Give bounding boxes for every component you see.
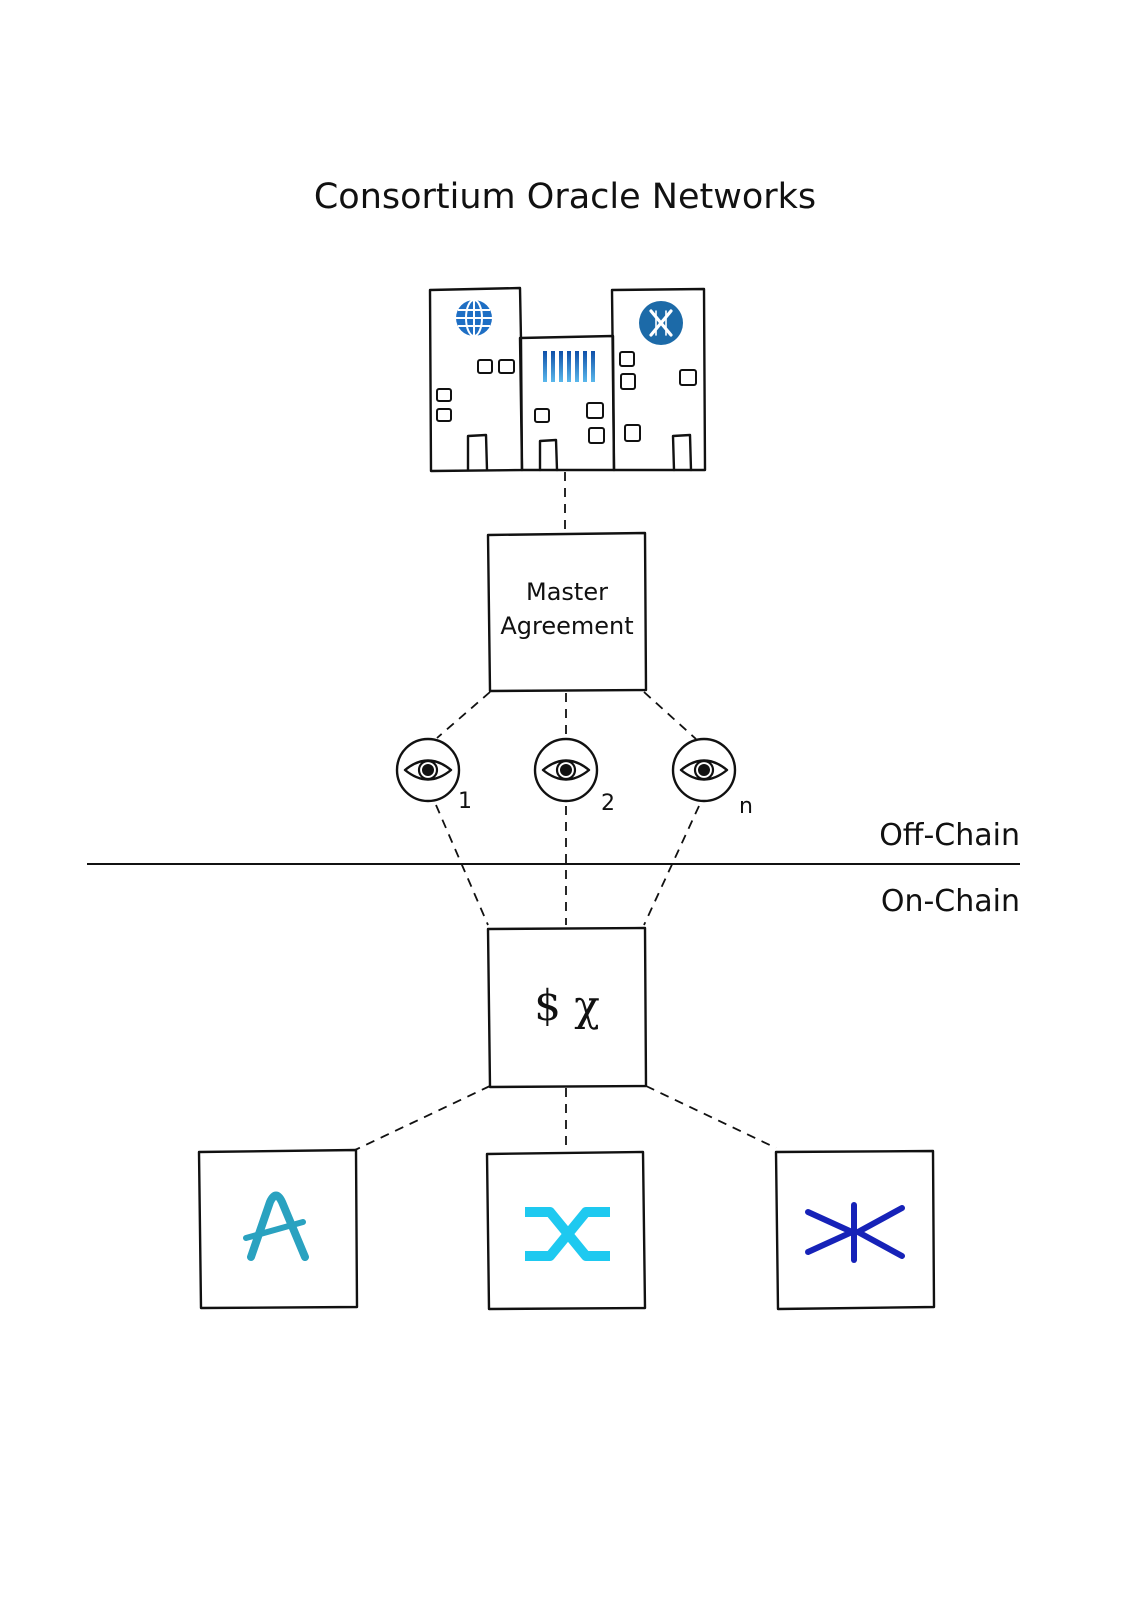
connector-oracle-n-onchain xyxy=(643,805,700,926)
oracle-node-n xyxy=(671,737,737,803)
connector-master-oracle-n xyxy=(643,691,697,740)
oracle-node-2 xyxy=(533,737,599,803)
oracle-node-1 xyxy=(395,737,461,803)
oracle-label-1: 1 xyxy=(458,789,472,814)
protocol-box-synthetix xyxy=(485,1150,647,1311)
master-agreement-box: Master Agreement xyxy=(486,531,648,693)
protocol-box-aave xyxy=(197,1148,359,1310)
globe-icon xyxy=(456,299,492,337)
off-chain-label: Off-Chain xyxy=(879,818,1020,853)
eye-icon xyxy=(403,759,453,781)
master-agreement-line2: Agreement xyxy=(500,612,633,640)
onchain-symbol: $ χ xyxy=(534,981,600,1030)
protocol-box-kyber xyxy=(774,1149,936,1311)
barcode-icon xyxy=(543,351,595,382)
connector-master-oracle-1 xyxy=(436,691,491,739)
eye-icon xyxy=(679,759,729,781)
building-doors xyxy=(466,433,693,472)
on-chain-label: On-Chain xyxy=(881,884,1020,919)
kyber-logo-icon xyxy=(805,1202,905,1263)
onchain-data-box: $ χ xyxy=(486,926,648,1089)
oracle-label-n: n xyxy=(739,794,753,819)
building-windows xyxy=(436,351,697,444)
connector-oracle-1-onchain xyxy=(435,804,489,926)
connector-onchain-kyber xyxy=(645,1085,777,1149)
x-logo-icon xyxy=(639,301,683,345)
synthetix-logo-icon xyxy=(525,1207,610,1261)
oracle-label-2: 2 xyxy=(601,791,615,816)
connector-onchain-aave xyxy=(354,1085,491,1151)
right-building xyxy=(610,287,707,472)
eye-icon xyxy=(541,759,591,781)
aave-logo-icon xyxy=(243,1191,309,1261)
diagram-title: Consortium Oracle Networks xyxy=(314,177,816,217)
consortium-buildings xyxy=(428,286,707,473)
master-agreement-line1: Master xyxy=(526,578,608,606)
